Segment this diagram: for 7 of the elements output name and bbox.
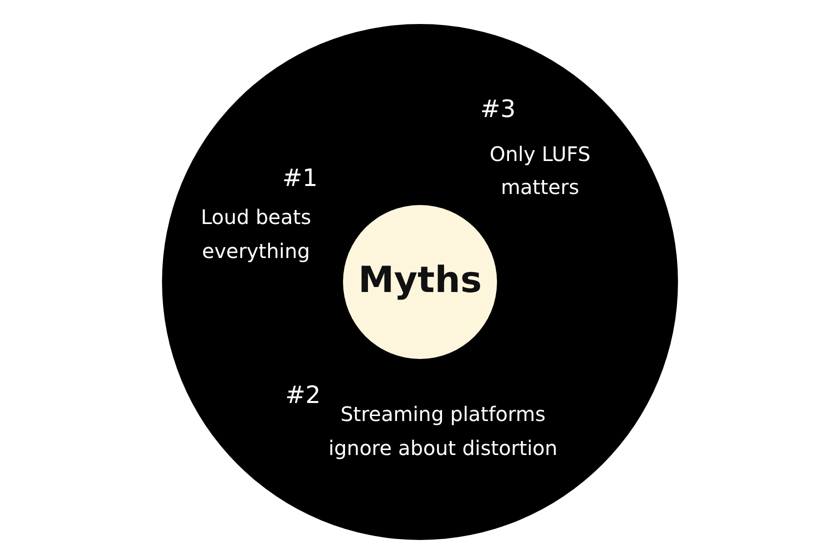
number-label: #1 — [281, 163, 319, 193]
number-label: #2 — [284, 383, 322, 407]
number-label: #3 — [479, 94, 517, 124]
title-text: Myths — [357, 259, 483, 303]
myth-text: Loud beats everything — [200, 204, 312, 265]
myth-text: Only LUFS matters — [488, 141, 592, 201]
myth-text: Streaming platforms ignore about distortion — [328, 401, 558, 462]
